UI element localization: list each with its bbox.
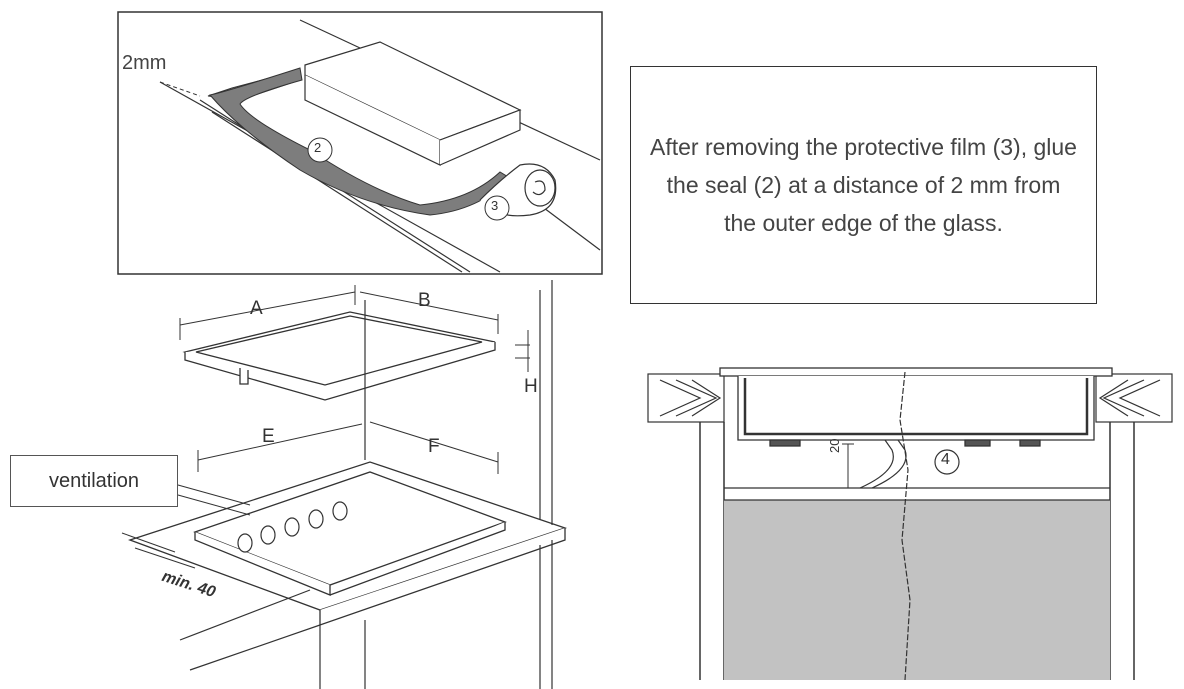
section-dimension-label: 20 bbox=[827, 438, 842, 453]
hob-body bbox=[304, 41, 522, 166]
worktop-left bbox=[647, 373, 725, 423]
dimension-label-f: F bbox=[428, 436, 440, 457]
callout-3 bbox=[484, 195, 510, 221]
ventilation-leader bbox=[177, 484, 251, 516]
instruction-text: After removing the protective film (3), … bbox=[650, 134, 1077, 236]
dimension-label-h: H bbox=[524, 376, 538, 397]
gap-leader bbox=[159, 81, 201, 97]
seal-marker: 2 bbox=[314, 140, 322, 155]
seal-detail-frame bbox=[117, 11, 603, 275]
callout-2 bbox=[307, 137, 333, 163]
instruction-box: After removing the protective film (3), … bbox=[630, 66, 1097, 304]
dimension-label-b: B bbox=[418, 290, 431, 311]
worktop-right bbox=[1095, 373, 1173, 423]
worktop bbox=[128, 461, 568, 626]
hob-plate bbox=[182, 311, 496, 401]
dimension-lines-cutout bbox=[197, 421, 499, 474]
dimension-label-a: A bbox=[250, 298, 263, 319]
callout-4 bbox=[934, 449, 960, 475]
section-marker: 4 bbox=[941, 451, 950, 468]
min-dimension bbox=[121, 532, 196, 569]
dimension-20 bbox=[842, 443, 854, 489]
ventilation-callout: ventilation bbox=[10, 455, 178, 507]
seal-strip bbox=[209, 67, 511, 216]
gap-label: 2mm bbox=[122, 52, 167, 74]
shelf-lines bbox=[724, 487, 1110, 501]
airflow-arrow bbox=[859, 439, 907, 489]
film-marker: 3 bbox=[491, 198, 499, 213]
hob-section bbox=[719, 367, 1113, 447]
section-break-line bbox=[899, 371, 911, 681]
dimension-lines-top bbox=[179, 285, 530, 372]
cabinet-wall bbox=[179, 280, 553, 689]
dimension-label-e: E bbox=[262, 426, 275, 447]
cabinet-interior bbox=[724, 500, 1110, 680]
seal-roll bbox=[479, 163, 557, 217]
ventilation-label: ventilation bbox=[48, 469, 140, 492]
ventilation-holes bbox=[237, 501, 348, 553]
